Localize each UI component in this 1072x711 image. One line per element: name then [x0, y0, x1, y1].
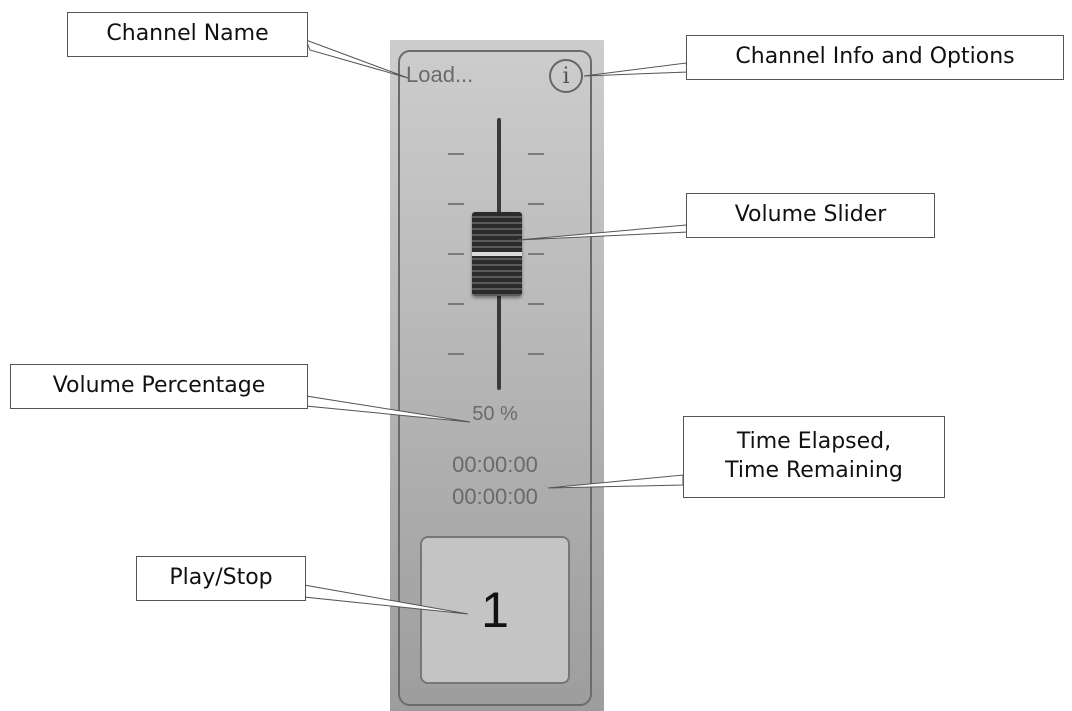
callout-time-line2: Time Remaining [725, 458, 903, 483]
time-remaining: 00:00:00 [452, 484, 538, 509]
scale-tick [448, 203, 464, 205]
play-stop-label: 1 [481, 582, 509, 638]
volume-percentage: 50 % [472, 403, 518, 425]
volume-slider-knob[interactable] [472, 212, 522, 296]
info-glyph: i [562, 63, 570, 89]
info-icon[interactable]: i [549, 59, 583, 93]
scale-tick [448, 153, 464, 155]
scale-tick [528, 253, 544, 255]
callout-play-stop: Play/Stop [136, 556, 306, 601]
scale-tick [528, 203, 544, 205]
callout-volume-percentage: Volume Percentage [10, 364, 308, 409]
play-stop-button[interactable]: 1 [420, 536, 570, 684]
scale-tick [528, 303, 544, 305]
scale-tick [448, 303, 464, 305]
scale-tick [448, 353, 464, 355]
scale-tick [448, 253, 464, 255]
callout-time: Time Elapsed, Time Remaining [683, 416, 945, 498]
time-elapsed: 00:00:00 [452, 452, 538, 477]
callout-channel-name: Channel Name [67, 12, 308, 57]
channel-name[interactable]: Load... [406, 62, 474, 87]
scale-tick [528, 153, 544, 155]
scale-tick [528, 353, 544, 355]
callout-info: Channel Info and Options [686, 35, 1064, 80]
callout-time-line1: Time Elapsed, [736, 429, 892, 455]
channel-panel [398, 50, 592, 706]
callout-volume-slider: Volume Slider [686, 193, 935, 238]
